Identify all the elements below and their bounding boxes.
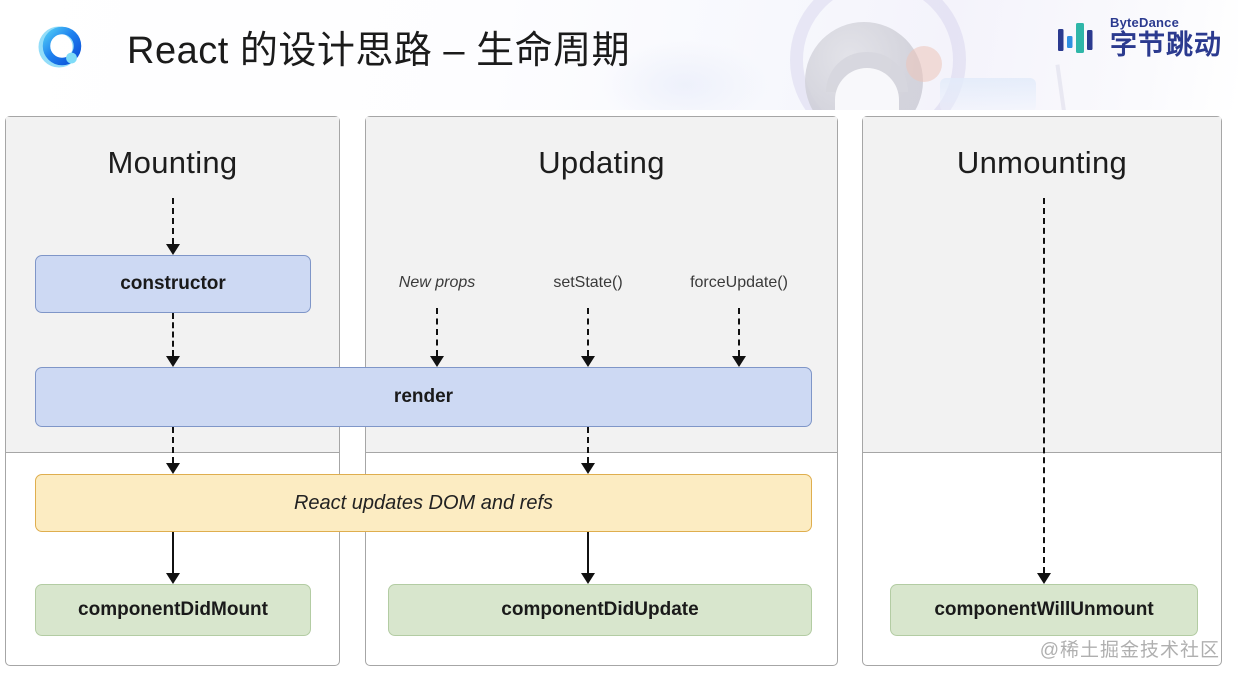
panel-unmounting-top-region [863, 117, 1221, 453]
node-render: render [35, 367, 812, 427]
node-component-will-unmount: componentWillUnmount [890, 584, 1198, 636]
qq-browser-ring-icon [38, 26, 82, 68]
page-title: React 的设计思路 – 生命周期 [127, 30, 631, 72]
decorative-mascot-cheek-icon [906, 46, 942, 82]
bytedance-logo: ByteDance 字节跳动 [1057, 16, 1222, 59]
decorative-ring-icon [790, 0, 966, 110]
lifecycle-diagram: Mounting Updating Unmounting New props s… [0, 110, 1238, 674]
trigger-label-force-update: forceUpdate() [690, 274, 788, 291]
node-constructor: constructor [35, 255, 311, 313]
bytedance-cn-label: 字节跳动 [1110, 30, 1222, 60]
bytedance-bars-icon [1058, 22, 1093, 53]
decorative-card-shape [940, 78, 1036, 110]
panel-updating-title: Updating [538, 145, 665, 180]
trigger-label-set-state: setState() [553, 274, 623, 291]
node-component-did-mount: componentDidMount [35, 584, 311, 636]
watermark-label: @稀土掘金技术社区 [1039, 640, 1220, 661]
panel-mounting-title: Mounting [107, 145, 238, 180]
decorative-mascot-face-icon [835, 68, 899, 110]
bytedance-en-label: ByteDance [1110, 15, 1179, 30]
decorative-mascot-head-icon [805, 22, 923, 110]
slide-header: React 的设计思路 – 生命周期 ByteDance 字节跳动 [0, 0, 1238, 110]
trigger-label-new-props: New props [398, 274, 476, 291]
node-react-updates-dom: React updates DOM and refs [35, 474, 812, 532]
decorative-mascot-hair-icon [826, 52, 908, 92]
panel-unmounting-title: Unmounting [956, 145, 1128, 180]
node-component-did-update: componentDidUpdate [388, 584, 812, 636]
